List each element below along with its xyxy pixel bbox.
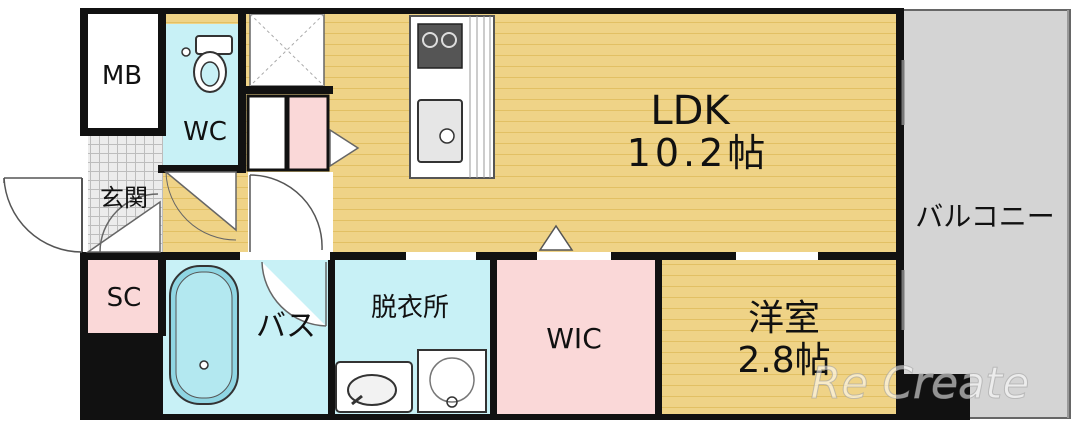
western-room-floor — [660, 258, 900, 418]
washbasin-icon — [335, 361, 413, 413]
fridge-space — [246, 94, 288, 172]
dressing-room-label: 脱衣所 — [371, 293, 449, 323]
sc-floor — [85, 258, 163, 333]
washer-cabinet — [286, 94, 330, 172]
ldk-size-label: 10.2帖 — [627, 131, 770, 175]
washing-machine-space — [417, 349, 487, 413]
kitchen-counter — [409, 15, 495, 179]
balcony-label: バルコニー — [915, 200, 1054, 233]
wic-label: WIC — [546, 322, 602, 355]
bath-label: バス — [256, 309, 316, 344]
mb-floor — [85, 12, 163, 128]
genkan-label: 玄関 — [100, 184, 148, 212]
bathtub-icon — [169, 265, 239, 405]
mb-label: MB — [102, 61, 142, 91]
toilet-icon — [181, 35, 233, 93]
balcony-area — [899, 9, 1071, 419]
ldk-name-label: LDK — [650, 88, 731, 134]
watermark-text: Re Create — [811, 358, 1030, 409]
sc-label: SC — [107, 283, 142, 313]
western-room-name-label: 洋室 — [748, 298, 820, 339]
wc-label: WC — [183, 117, 227, 147]
western-room-size-label: 2.8帖 — [737, 340, 830, 381]
wic-floor — [493, 258, 657, 418]
